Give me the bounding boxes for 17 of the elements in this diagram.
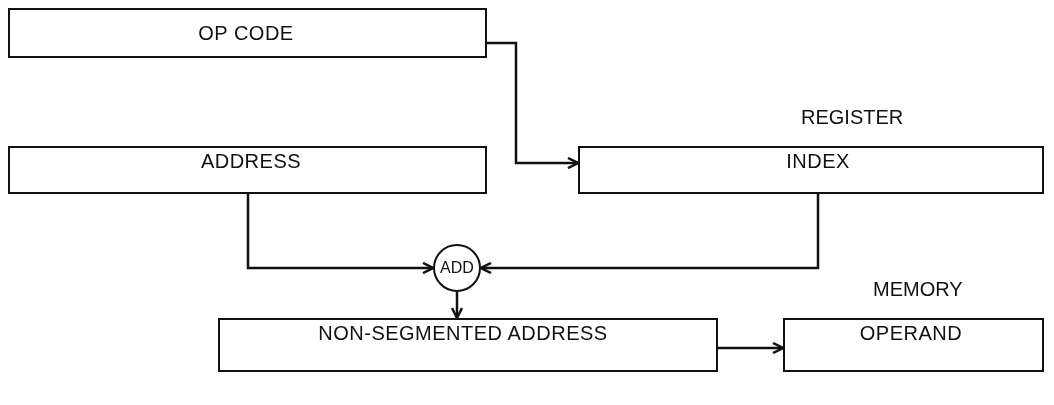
box-label: NON-SEGMENTED ADDRESS <box>318 322 608 344</box>
arrow <box>450 292 464 320</box>
arrow <box>487 41 580 170</box>
adder-circle <box>433 244 481 292</box>
register-box <box>8 146 487 194</box>
group-heading: REGISTER <box>801 106 904 128</box>
register-box <box>218 318 718 372</box>
box-label: INDEX <box>786 150 850 172</box>
group-heading: MEMORY <box>873 278 963 300</box>
arrow <box>718 341 785 355</box>
box-label: ADDRESS <box>200 150 302 172</box>
arrow <box>479 194 820 275</box>
register-box <box>8 8 487 58</box>
box-label: ADD <box>440 258 474 278</box>
box-label: OP CODE <box>198 22 294 44</box>
box-label: OPERAND <box>859 322 963 344</box>
arrow <box>246 194 435 275</box>
